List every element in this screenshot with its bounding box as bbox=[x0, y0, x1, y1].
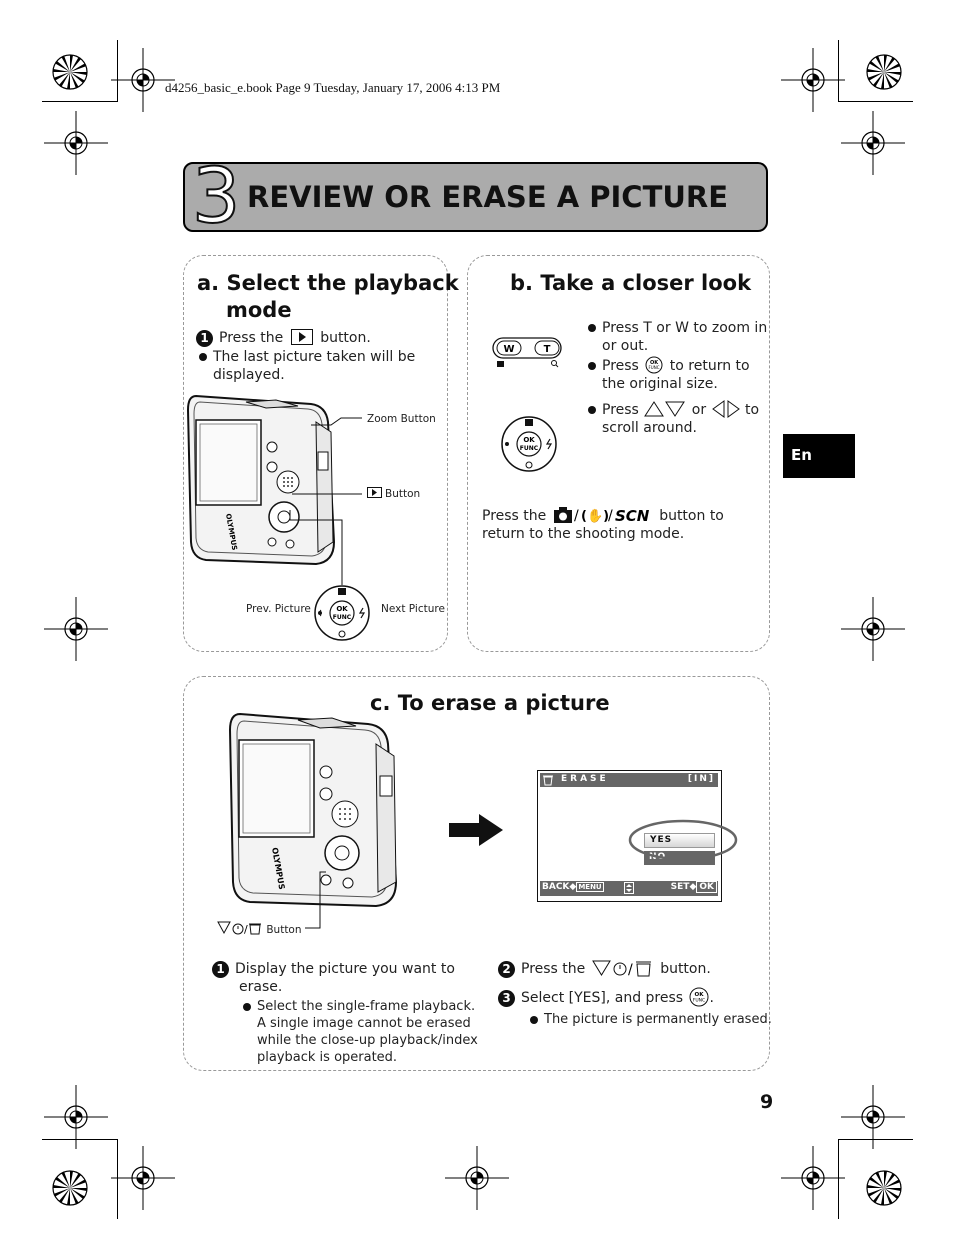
screen-memory: [IN] bbox=[687, 774, 715, 784]
heading-erase: c. To erase a picture bbox=[370, 691, 610, 715]
camera-back-illustration-c: OLYMPUS bbox=[228, 712, 398, 908]
language-tab: En bbox=[783, 434, 855, 478]
svg-text:T: T bbox=[544, 344, 551, 355]
label-zoom-button: Zoom Button bbox=[367, 413, 436, 425]
sub-c1: Select the single-frame playback. A sing… bbox=[243, 998, 478, 1066]
heading-closer-look: b. Take a closer look bbox=[510, 271, 752, 295]
down-selftimer-erase-icon: / bbox=[591, 960, 651, 978]
arrow-right-icon bbox=[449, 814, 503, 846]
play-button-icon bbox=[367, 487, 382, 498]
page-number: 9 bbox=[760, 1091, 774, 1113]
svg-text:/: / bbox=[244, 923, 248, 935]
svg-text:FUNC: FUNC bbox=[649, 365, 660, 370]
screen-set: SET◆OK bbox=[671, 881, 717, 893]
label-erase-button: / Button bbox=[217, 921, 302, 936]
label-prev-picture: Prev. Picture bbox=[246, 603, 311, 615]
svg-text:FUNC: FUNC bbox=[520, 445, 539, 452]
return-shooting-text: Press the / (✋) / SCN button to return t… bbox=[482, 507, 724, 542]
camera-back-illustration: OLYMPUS bbox=[186, 394, 336, 566]
svg-text:/: / bbox=[628, 962, 633, 977]
erase-screen: ERASE [IN] YES NO BACK◆MENU SET◆OK bbox=[537, 770, 722, 902]
svg-text:OK: OK bbox=[336, 605, 348, 613]
erase-icon bbox=[543, 775, 553, 786]
panel-playback-mode bbox=[183, 255, 448, 652]
option-yes[interactable]: YES bbox=[644, 833, 715, 848]
panel-erase bbox=[183, 676, 770, 1071]
svg-text:OK: OK bbox=[694, 992, 704, 998]
svg-text:OK: OK bbox=[523, 436, 535, 444]
label-play-button: Button bbox=[367, 487, 420, 500]
svg-text:/: / bbox=[608, 508, 613, 524]
svg-text:SCN: SCN bbox=[615, 507, 650, 524]
svg-text:(✋): (✋) bbox=[581, 508, 609, 524]
step-number: 1 bbox=[196, 329, 213, 347]
svg-text:/: / bbox=[574, 508, 579, 524]
svg-text:FUNC: FUNC bbox=[333, 614, 352, 621]
heading-select-playback: a. Select the playback mode bbox=[197, 271, 459, 322]
svg-text:OK: OK bbox=[650, 360, 659, 366]
screen-back: BACK◆MENU bbox=[542, 882, 604, 892]
svg-text:W: W bbox=[503, 344, 514, 355]
bullet-a1: The last picture taken will be displayed… bbox=[199, 348, 415, 384]
zoom-lever-illustration: W T bbox=[492, 337, 562, 368]
down-selftimer-erase-icon: / bbox=[217, 921, 261, 936]
file-info: d4256_basic_e.book Page 9 Tuesday, Janua… bbox=[165, 80, 501, 95]
chapter-number: 3 bbox=[191, 151, 241, 240]
bullet-b3: Press or to scroll around. bbox=[588, 400, 759, 437]
chapter-title: REVIEW OR ERASE A PICTURE bbox=[247, 180, 729, 214]
arrow-pad-illustration: OK FUNC bbox=[314, 585, 370, 641]
bullet-b1: Press T or W to zoom in or out. bbox=[588, 319, 767, 355]
play-button-icon bbox=[290, 329, 313, 345]
yes-highlight-ellipse bbox=[628, 819, 738, 861]
sub-c3: The picture is permanently erased. bbox=[530, 1011, 772, 1028]
screen-title: ERASE bbox=[561, 774, 609, 784]
left-right-arrow-icon bbox=[711, 400, 740, 418]
arrow-pad-b-illustration: OK FUNC bbox=[501, 416, 557, 472]
title-bar bbox=[183, 162, 768, 232]
camera-mode-icon: / (✋) / SCN bbox=[553, 507, 650, 525]
svg-text:FUNC: FUNC bbox=[692, 998, 704, 1004]
updown-screen-icon bbox=[624, 882, 634, 894]
up-down-arrow-icon bbox=[644, 401, 686, 417]
label-next-picture: Next Picture bbox=[381, 603, 445, 615]
panel-closer-look bbox=[467, 255, 770, 652]
